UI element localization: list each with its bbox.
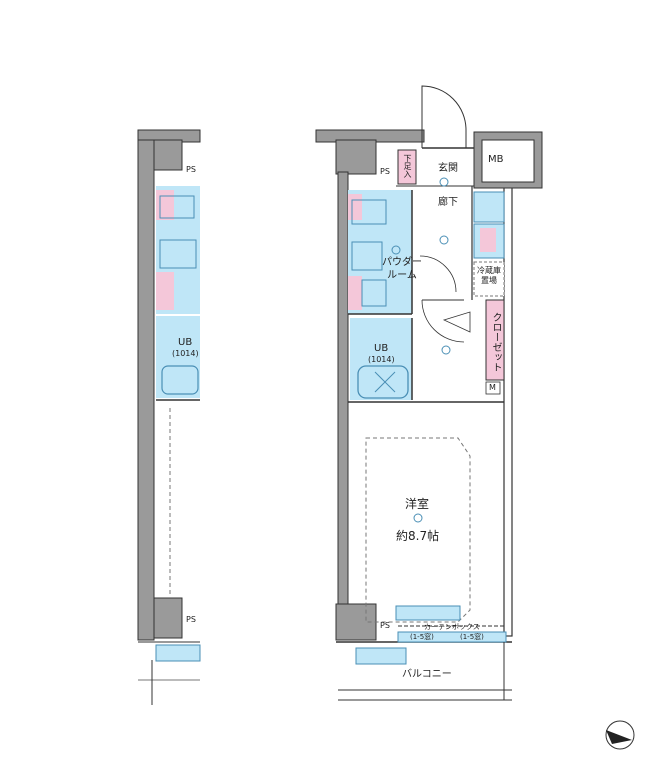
- western-room-outline: [365, 437, 471, 623]
- powder-room-label: パウダールーム: [382, 257, 422, 281]
- genkan-label: 玄関: [438, 163, 458, 174]
- ub-label-neighbour: UB: [178, 337, 193, 348]
- ps-label-bottom: PS: [380, 621, 390, 630]
- meter-label: M: [489, 383, 496, 392]
- western-room-size: 約8.7帖: [396, 529, 440, 543]
- ps-label-neighbour-bottom: PS: [186, 615, 196, 624]
- entrance-door: [421, 85, 467, 148]
- ub-size-label: (1014): [368, 355, 395, 364]
- neighbour-unit: [137, 129, 201, 705]
- ub-label: UB: [374, 343, 389, 354]
- ceiling-light-icon: [391, 177, 451, 523]
- powder-room: [348, 190, 413, 315]
- balcony: [338, 642, 512, 701]
- right-fixtures: [471, 186, 505, 395]
- ps-label-neighbour-top: PS: [186, 165, 196, 174]
- window-label-2: (1-5窓): [460, 633, 484, 641]
- unit-bath: [348, 318, 504, 403]
- ps-label-top: PS: [380, 167, 390, 176]
- mb-label: MB: [488, 154, 504, 165]
- curtain-box-label: カーテンボックス: [424, 623, 480, 631]
- curtain-box: [395, 605, 507, 643]
- shoe-cabinet: [397, 149, 417, 185]
- window-label-1: (1-5窓): [410, 633, 434, 641]
- shoe-cabinet-label: 下足入: [403, 154, 412, 178]
- closet-label: クローゼット: [490, 312, 501, 372]
- hallway-label: 廊下: [438, 197, 458, 208]
- fridge-space-label: 冷蔵庫置場: [477, 266, 501, 285]
- balcony-label: バルコニー: [402, 669, 452, 680]
- western-room-label: 洋室: [405, 497, 430, 511]
- main-unit-walls: [315, 129, 543, 643]
- interior-doors: [419, 255, 471, 343]
- compass-icon: [605, 720, 635, 750]
- ub-size-neighbour: (1014): [172, 349, 199, 358]
